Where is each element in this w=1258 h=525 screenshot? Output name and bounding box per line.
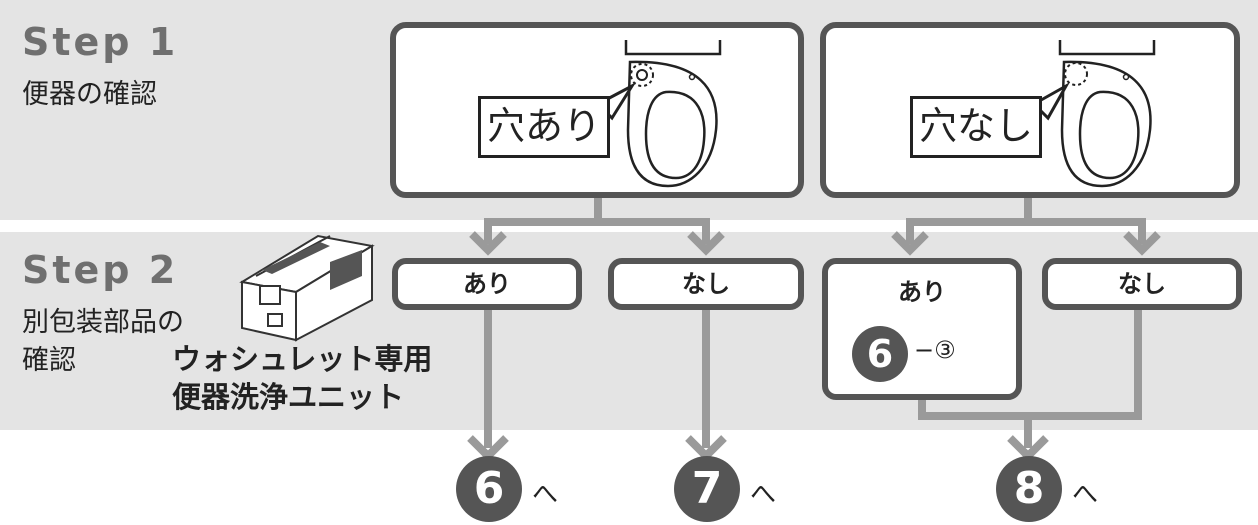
option-no-left: なし <box>608 258 804 310</box>
destination-step-7-badge: 7 <box>674 456 740 522</box>
hole-present-label: 穴あり <box>478 96 610 158</box>
step1-title: Step 1 <box>22 20 179 64</box>
option-yes-right: あり 6 −③ <box>822 258 1022 400</box>
step1-subtitle: 便器の確認 <box>22 79 157 110</box>
option-yes-left: あり <box>392 258 582 310</box>
option-no-right: なし <box>1042 258 1242 310</box>
step2-subtitle-line1: 別包装部品の <box>22 307 184 338</box>
step2-subtitle-line2: 確認 <box>22 345 76 376</box>
destination-step-8-badge: 8 <box>996 456 1062 522</box>
product-name-line2: 便器洗浄ユニット <box>172 380 405 414</box>
destination-step-6-badge: 6 <box>456 456 522 522</box>
option-label: あり <box>898 278 946 306</box>
destination-6-suffix: へ <box>532 480 559 510</box>
step-ref-badge: 6 <box>852 326 908 382</box>
option-label: なし <box>682 270 730 298</box>
step-ref-suffix: −③ <box>914 336 956 364</box>
hole-absent-label: 穴なし <box>910 96 1042 158</box>
destination-7-suffix: へ <box>750 480 777 510</box>
option-label: なし <box>1118 270 1166 298</box>
destination-8-suffix: へ <box>1072 480 1099 510</box>
product-name-line1: ウォシュレット専用 <box>172 342 433 376</box>
step2-title: Step 2 <box>22 248 179 292</box>
option-label: あり <box>463 270 511 298</box>
